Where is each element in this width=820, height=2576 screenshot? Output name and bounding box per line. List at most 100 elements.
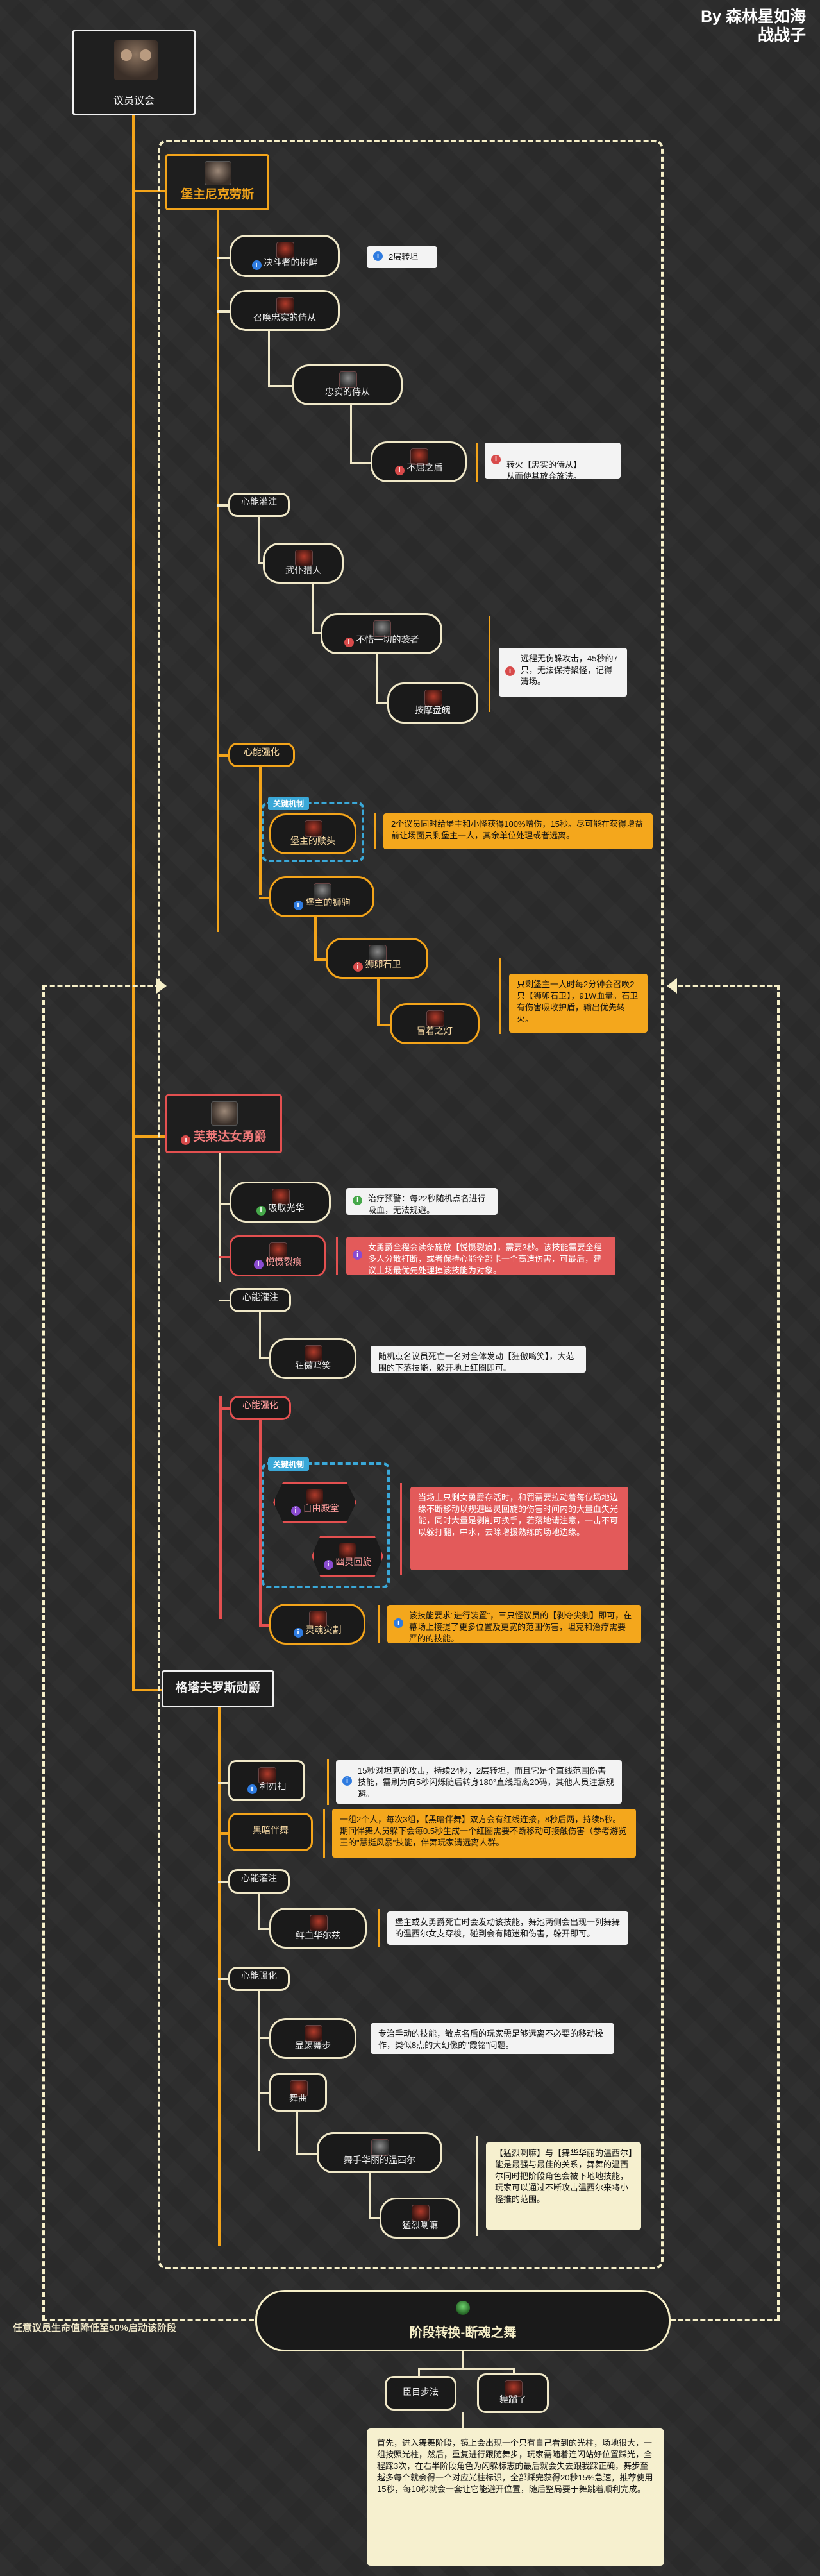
tank-role-icon: i xyxy=(293,1628,303,1638)
bolt-spell-icon xyxy=(258,1767,276,1784)
b1-node-lantern[interactable]: 冒着之灯 xyxy=(390,1003,480,1044)
b3-n1-label: 利刃扫 xyxy=(259,1781,287,1792)
drain-spell-icon xyxy=(272,1189,290,1205)
phase-final-line xyxy=(462,2412,464,2430)
b3-n2-label: 黑暗伴舞 xyxy=(253,1825,289,1835)
b2-node-prideful-eruption[interactable]: 狂傲鸣笑 xyxy=(269,1338,356,1379)
trunk-to-b1 xyxy=(132,190,165,192)
ransom-spell-icon xyxy=(305,820,322,837)
b1-node-summon-squire[interactable]: 召唤忠实的侍从 xyxy=(230,290,340,331)
boss-niklaus[interactable]: 堡主尼克劳斯 xyxy=(165,154,269,210)
phase-transition-node[interactable]: 阶段转换-断魂之舞 xyxy=(255,2290,671,2351)
b1-group-anima-empower[interactable]: 心能强化 xyxy=(228,743,295,767)
b2-g2-connector xyxy=(219,1407,231,1410)
b3-g2b-line xyxy=(296,2112,298,2154)
b3-g2b-connector xyxy=(258,2092,269,2094)
b1-g2a-label: 堡主的赎头 xyxy=(290,836,335,846)
phase-trunk xyxy=(462,2351,464,2369)
council-root-node[interactable]: 议员议会 xyxy=(72,30,196,115)
b1-node-faithful-squire[interactable]: 忠实的侍从 xyxy=(292,364,403,405)
b2-g2c-brace xyxy=(378,1605,385,1643)
phase-final-note: 首先，进入舞舞阶段，镜上会出现一个只有自己看到的光柱，场地很大，一组按照光柱，然… xyxy=(367,2428,664,2566)
b1-node-castellan-ransom[interactable]: 堡主的赎头 xyxy=(269,813,356,854)
boss-stavros[interactable]: 格塔夫罗斯勋爵 xyxy=(162,1670,274,1707)
b2-g1a-note: 随机点名议员死亡一名对全体发动【狂傲鸣笑】，大范围的下落技能，躲开地上红圈即可。 xyxy=(371,1346,586,1373)
phase-child-danced[interactable]: 舞蹈了 xyxy=(477,2373,549,2413)
b3-n2-note: 一组2个人，每次3组，【黑暗伴舞】双方会有红线连接，8秒后两，持续5秒。期间伴舞… xyxy=(332,1809,636,1858)
b1-n2-connector xyxy=(217,310,231,313)
council-portrait-icon xyxy=(114,40,158,80)
b3-group-anima-empower[interactable]: 心能强化 xyxy=(228,1967,290,1991)
b1-node-massage-plate[interactable]: 按摩盘魄 xyxy=(387,682,478,724)
stone-guard-portrait-icon xyxy=(369,945,387,962)
b1-group-anima-infusion[interactable]: 心能灌注 xyxy=(228,493,290,517)
all-role-icon: i xyxy=(253,1260,264,1269)
b1-g1c-label: 按摩盘魄 xyxy=(415,705,451,715)
b3-g2-connector xyxy=(218,1978,230,1980)
all-role-icon: i xyxy=(323,1560,333,1570)
b1-g2b-label: 堡主的狮驹 xyxy=(305,897,351,908)
b2-key-mechanic-tag: 关键机制 xyxy=(268,1457,310,1471)
b1-n2-line xyxy=(268,331,270,386)
phase-child-footwork-label: 臣目步法 xyxy=(403,2387,439,2397)
b3-node-elegant-venthyr[interactable]: 舞手华丽的温西尔 xyxy=(317,2132,442,2173)
dance-spell-icon xyxy=(305,2025,322,2042)
b1-n2a-connector xyxy=(268,385,294,387)
phase-title: 阶段转换-断魂之舞 xyxy=(409,2326,517,2340)
loop-arrow-right-icon xyxy=(156,978,167,994)
phase-branch-line xyxy=(418,2368,514,2370)
b2-group-anima-empower[interactable]: 心能强化 xyxy=(230,1396,291,1420)
shield-spell-icon xyxy=(410,448,428,465)
b2-g2b-label: 幽灵回旋 xyxy=(335,1557,372,1567)
b2-n2-connector xyxy=(219,1256,231,1258)
b3-n1-brace xyxy=(327,1759,333,1805)
b3-g2d-connector xyxy=(369,2217,381,2219)
b3-g1a-connector xyxy=(258,1928,269,1930)
b1-n1-connector xyxy=(217,257,231,259)
b2-g2c-connector xyxy=(259,1624,271,1627)
all-role-icon: i xyxy=(290,1506,301,1516)
loop-line-right-vertical xyxy=(777,985,780,2320)
b3-node-dancing-fools[interactable]: 显踢舞步 xyxy=(269,2018,356,2059)
heal-role-icon: i xyxy=(256,1206,266,1216)
heal-role-icon: i xyxy=(353,1196,362,1205)
loop-line-right xyxy=(671,985,780,987)
b3-node-fierce-lama[interactable]: 猛烈喇嘛 xyxy=(380,2198,460,2239)
loop-arrow-left-icon xyxy=(667,978,677,994)
b1-g2d-connector xyxy=(377,1024,391,1026)
b1-n2a-line xyxy=(350,405,352,463)
b1-node-gargon-hunter[interactable]: 武仆猎人 xyxy=(263,543,344,584)
phase-branch-left xyxy=(418,2368,420,2378)
b3-node-dark-recital[interactable]: 黑暗伴舞 xyxy=(228,1813,313,1851)
root-label: 议员议会 xyxy=(113,96,155,106)
b3-node-dance[interactable]: 舞曲 xyxy=(269,2073,327,2112)
b2-group-anima-infusion[interactable]: 心能灌注 xyxy=(230,1288,291,1312)
b3-group-anima-infusion[interactable]: 心能灌注 xyxy=(228,1869,290,1894)
phase-child-footwork[interactable]: 臣目步法 xyxy=(385,2376,456,2411)
b1-g2cd-note: 只剩堡主一人时每2分钟会召唤2只【狮卵石卫】，91W血量。石卫有伤害吸收护盾，输… xyxy=(509,974,648,1033)
dps-role-icon: i xyxy=(491,455,501,464)
b3-n2-brace xyxy=(323,1809,330,1858)
b3-node-waltz-of-blood[interactable]: 鲜血华尔兹 xyxy=(269,1908,367,1949)
b3-g2b-label: 舞曲 xyxy=(289,2093,307,2103)
b1-key-mechanic-highlight xyxy=(262,802,364,862)
b2-g2ab-brace xyxy=(400,1483,408,1575)
